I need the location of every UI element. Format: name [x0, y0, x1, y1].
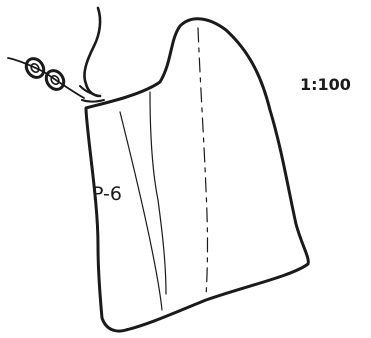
interior-line-dashed — [198, 28, 208, 296]
vessel-outline — [86, 19, 308, 331]
neck-stroke — [84, 8, 100, 96]
interior-line-middle — [150, 92, 166, 294]
section-label: P-6 — [92, 183, 122, 205]
interior-line-left — [120, 112, 162, 310]
neck-joint — [80, 86, 104, 102]
scale-label: 1:100 — [300, 75, 351, 94]
